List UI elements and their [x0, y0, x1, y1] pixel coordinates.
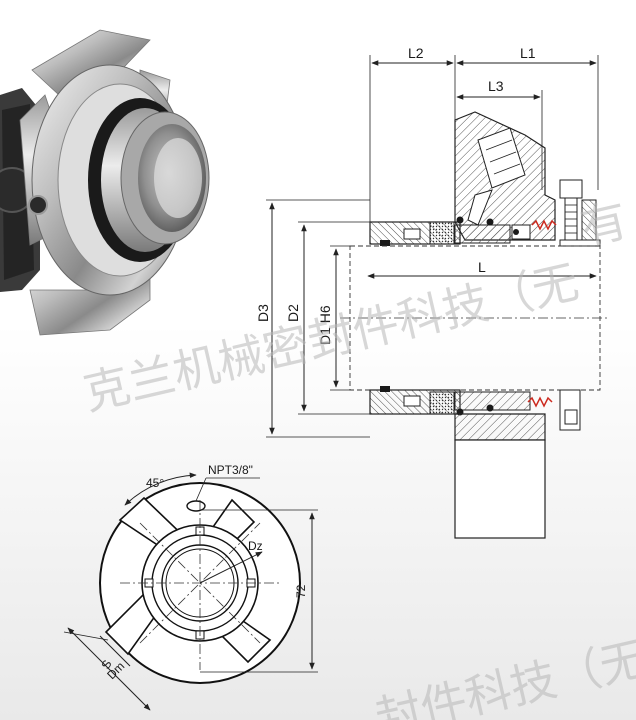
- label-l1: L1: [520, 45, 536, 61]
- label-dz: Dz: [248, 539, 263, 553]
- label-angle: 45°: [146, 476, 164, 490]
- product-photo: [0, 29, 210, 336]
- label-l: L: [478, 259, 486, 275]
- label-l3: L3: [488, 78, 504, 94]
- label-d1: D1 H6: [317, 305, 333, 345]
- label-l2: L2: [408, 45, 424, 61]
- front-view: 45° NPT3/8" Dz 72 S Dm: [63, 463, 318, 711]
- label-npt: NPT3/8": [208, 463, 253, 477]
- label-height: 72: [294, 584, 308, 598]
- label-d2: D2: [285, 304, 301, 322]
- watermark-line-3: 封件科技（无: [370, 631, 636, 720]
- label-d3: D3: [255, 304, 271, 322]
- cross-section: L2 L1 L3: [255, 45, 610, 539]
